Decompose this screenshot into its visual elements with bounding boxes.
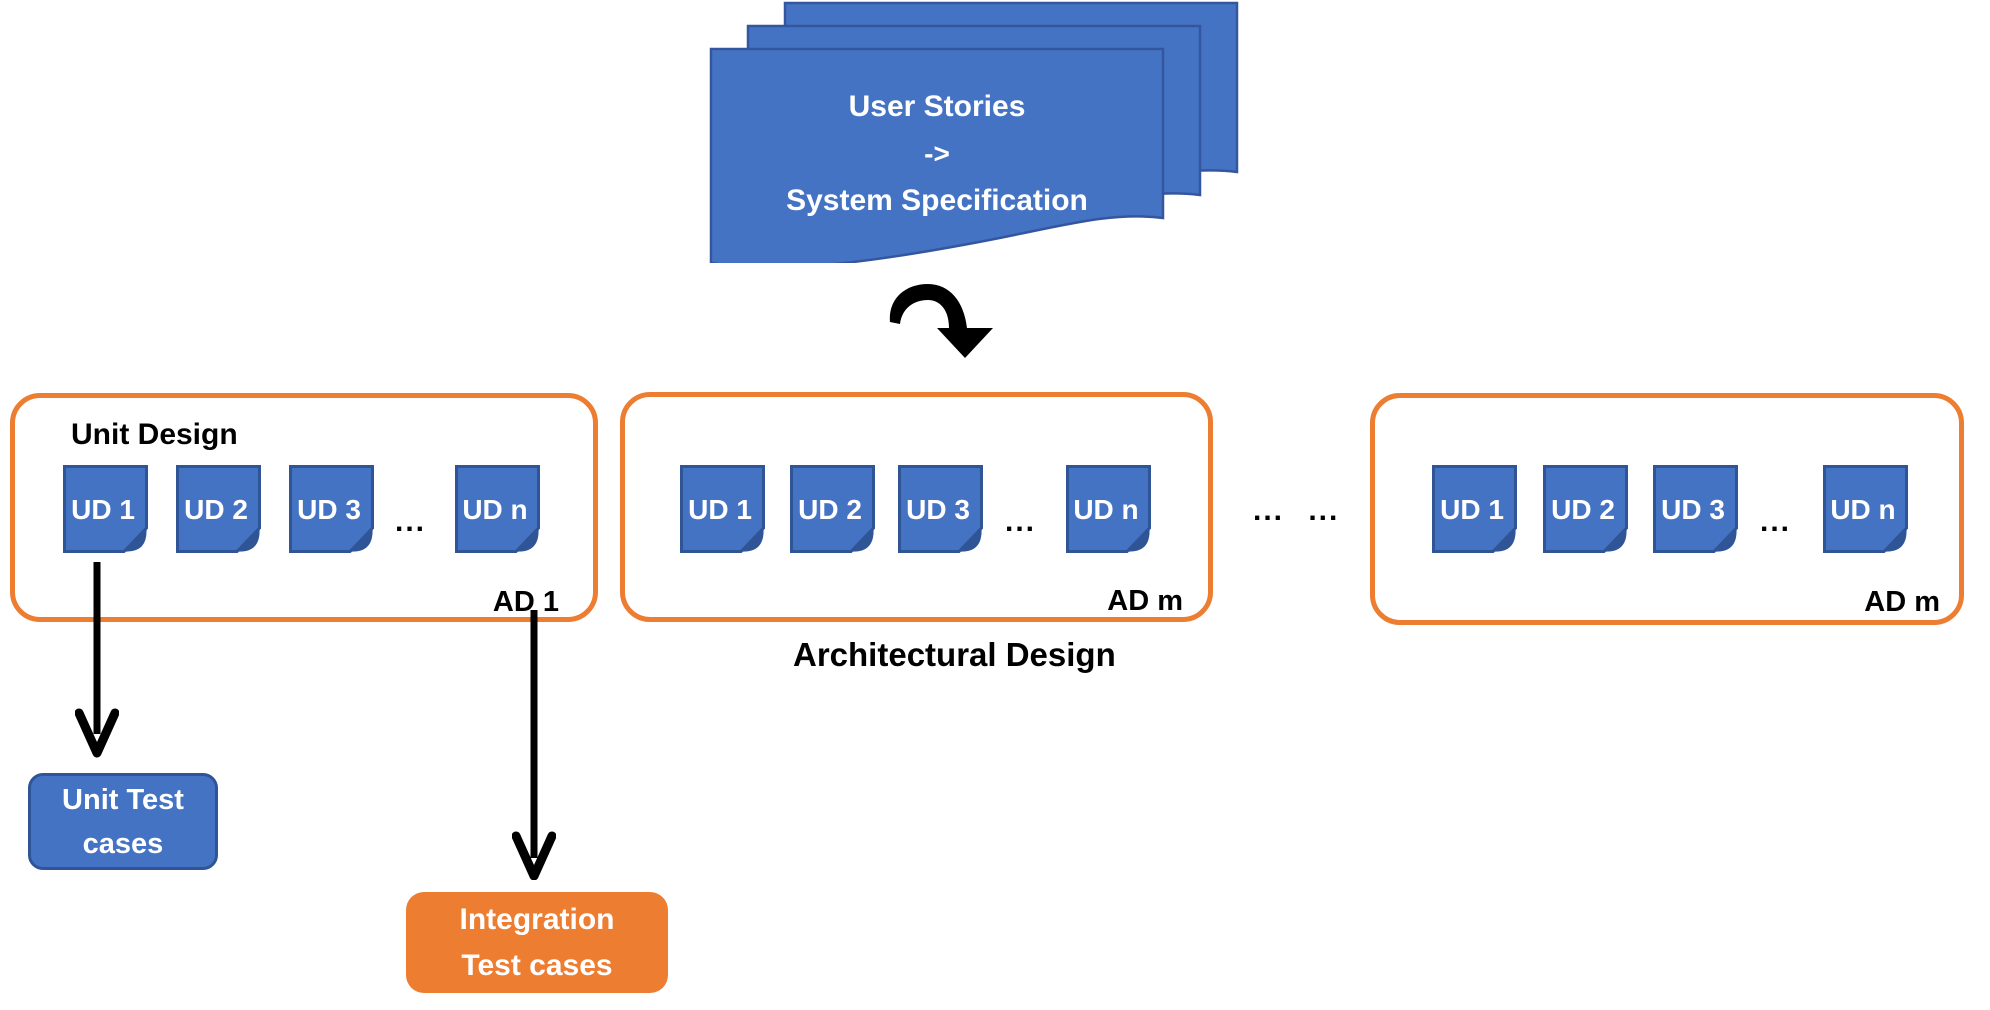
down-arrow-icon-integration	[512, 610, 556, 880]
ad-m-label: AD m	[1107, 585, 1183, 617]
group-box-unit-design: Unit Design UD 1 UD 2 UD 3 ... UD n AD 1	[10, 393, 598, 622]
ud-doc-label: UD 1	[1440, 494, 1504, 525]
ud-document-icon: UD 1	[1432, 465, 1517, 553]
ud-document-icon: UD 3	[289, 465, 374, 553]
ud-document-icon: UD 2	[790, 465, 875, 553]
ud-doc-label: UD 3	[297, 494, 361, 525]
ad-1-label: AD 1	[492, 586, 559, 618]
user-stories-label: User Stories -> System Specification	[709, 47, 1165, 263]
ud-doc-label: UD 3	[1661, 494, 1725, 525]
doc-text-line3: System Specification	[786, 184, 1088, 217]
ud-document-icon: UD n	[455, 465, 540, 553]
group-box-ad-right: UD 1 UD 2 UD 3 ... UD n AD m	[1370, 393, 1964, 625]
ud-doc-label: UD n	[1073, 494, 1138, 525]
ud-doc-label: UD 2	[798, 494, 862, 525]
ud-document-icon: UD 1	[680, 465, 765, 553]
ellipsis: ...	[1005, 505, 1037, 538]
ud-document-icon: UD n	[1823, 465, 1908, 553]
integration-test-cases-box: Integration Test cases	[406, 892, 668, 993]
integration-line1: Integration	[459, 902, 615, 936]
ellipsis: ...	[395, 505, 427, 538]
unit-test-line2: cases	[82, 827, 164, 860]
between-groups-ellipsis: ... ...	[1253, 494, 1340, 527]
unit-test-cases-box: Unit Test cases	[28, 773, 218, 870]
ellipsis: ...	[1760, 505, 1792, 538]
document-sheet-front	[709, 47, 1165, 263]
unit-design-title: Unit Design	[71, 418, 238, 451]
ud-document-icon: UD 2	[1543, 465, 1628, 553]
curved-down-arrow-icon	[886, 276, 998, 362]
ud-document-icon: UD 1	[63, 465, 148, 553]
ud-doc-label: UD 3	[906, 494, 970, 525]
ud-doc-label: UD n	[462, 494, 527, 525]
ud-document-icon: UD 3	[898, 465, 983, 553]
ad-m-label: AD m	[1864, 586, 1940, 618]
ud-document-icon: UD n	[1066, 465, 1151, 553]
down-arrow-icon-unit-test	[75, 562, 119, 758]
ud-doc-label: UD 2	[184, 494, 248, 525]
ud-document-icon: UD 3	[1653, 465, 1738, 553]
ud-doc-label: UD n	[1830, 494, 1895, 525]
ud-doc-label: UD 1	[71, 494, 135, 525]
architectural-design-label: Architectural Design	[793, 636, 1116, 673]
integration-line2: Test cases	[461, 948, 613, 982]
unit-test-line1: Unit Test	[62, 783, 184, 816]
ud-doc-label: UD 1	[688, 494, 752, 525]
ud-doc-label: UD 2	[1551, 494, 1615, 525]
doc-text-arrow: ->	[924, 138, 950, 169]
ud-document-icon: UD 2	[176, 465, 261, 553]
doc-text-line1: User Stories	[848, 90, 1026, 123]
group-box-ad-middle: UD 1 UD 2 UD 3 ... UD n AD m	[620, 392, 1213, 622]
